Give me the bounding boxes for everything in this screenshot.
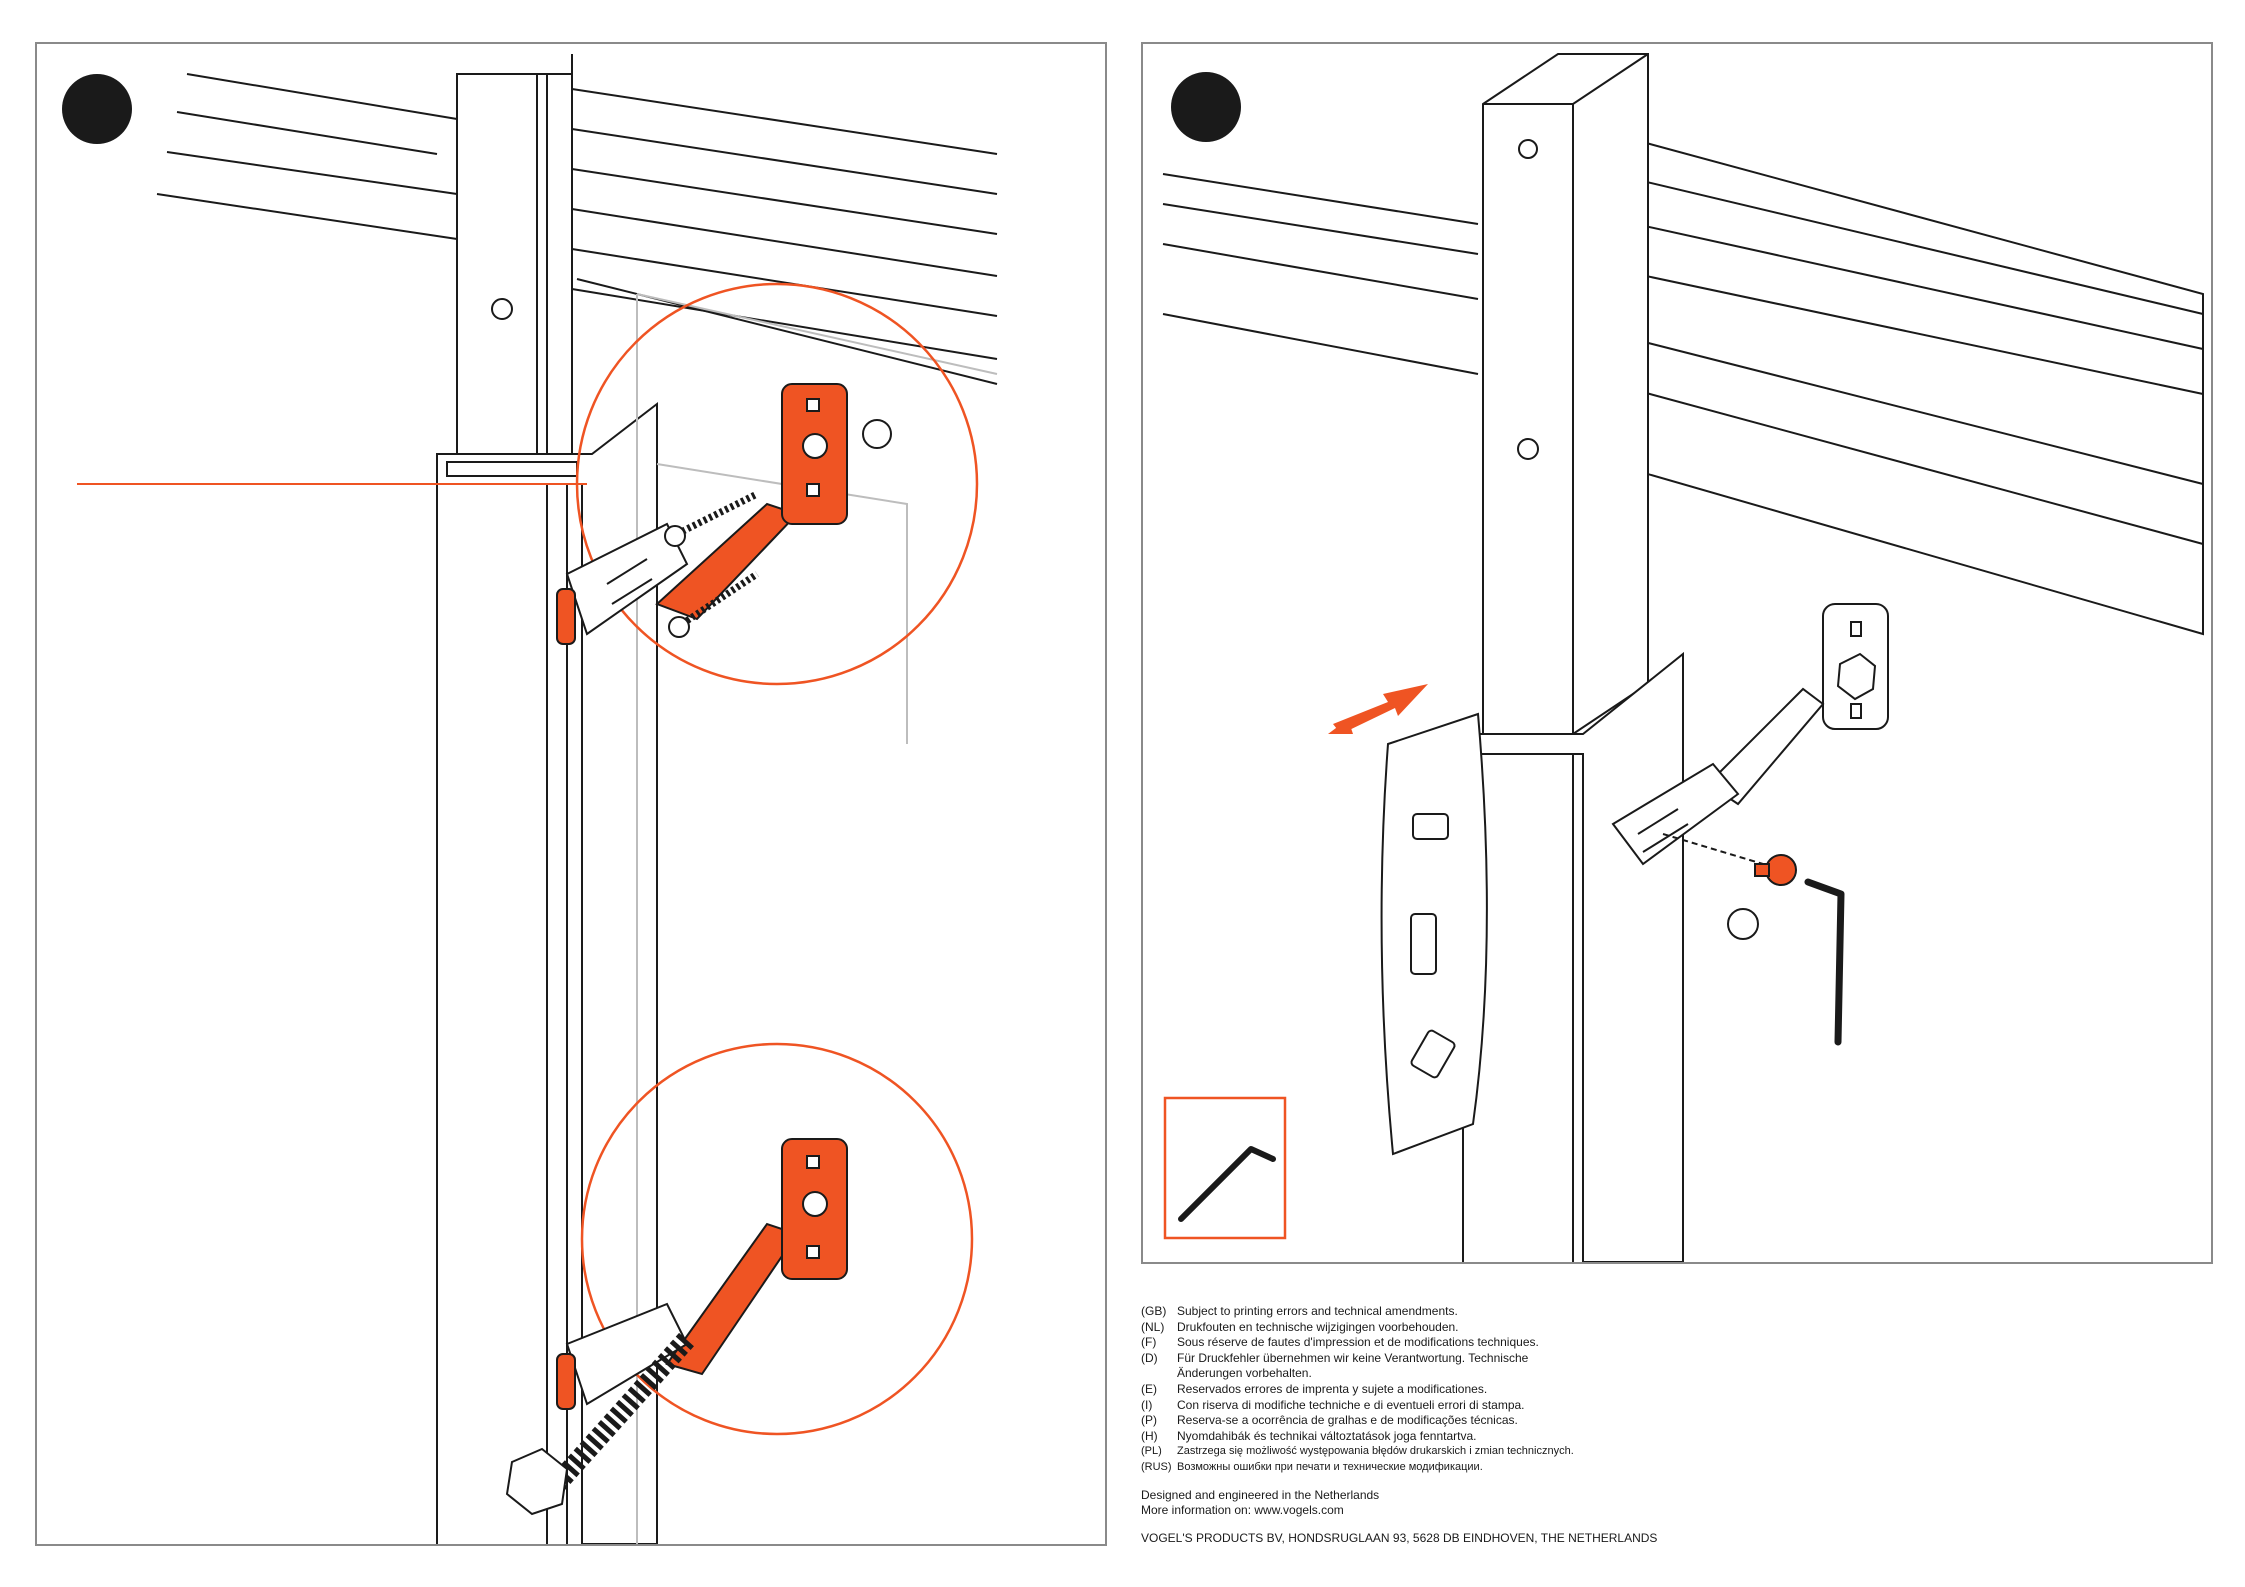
detail-circle-bottom (580, 1042, 974, 1436)
bracket-bottom (556, 1138, 848, 1410)
note-row: (D)Für Druckfehler übernehmen wir keine … (1141, 1350, 1529, 1381)
note-row: (F)Sous réserve de fautes d'impression e… (1141, 1335, 1539, 1350)
step-marker-1 (62, 74, 132, 144)
company-address: VOGEL'S PRODUCTS BV, HONDSRUGLAAN 93, 56… (1141, 1530, 1658, 1545)
note-row: (P)Reserva-se a ocorrência de gralhas e … (1141, 1413, 1518, 1428)
note-row: (RUS)Возможны ошибки при печати и технич… (1141, 1460, 1483, 1473)
designed-in-text: Designed and engineered in the Netherlan… (1141, 1487, 1380, 1502)
website-link[interactable]: More information on: www.vogels.com (1141, 1503, 1344, 1518)
note-row: (GB)Subject to printing errors and techn… (1141, 1304, 1458, 1318)
note-row: (I)Con riserva di modifiche techniche e … (1141, 1397, 1525, 1412)
step-1-panel (35, 42, 1107, 1546)
note-row: (PL)Zastrzega się możliwość występowania… (1141, 1445, 1574, 1458)
hex-key-icon (1178, 1146, 1276, 1222)
rail (1162, 132, 2204, 636)
screws (664, 419, 892, 638)
step-marker-2 (1171, 72, 1241, 142)
step-2-panel (1141, 42, 2213, 1264)
tool-box (1163, 1096, 1287, 1240)
bolt (505, 1332, 695, 1516)
column (436, 73, 658, 1544)
bolt (1727, 854, 1797, 940)
note-row: (NL)Drukfouten en technische wijzigingen… (1141, 1319, 1459, 1334)
spirit-level (1380, 712, 1488, 1156)
hex-key (1804, 878, 1845, 1046)
footer: (GB)Subject to printing errors and techn… (1141, 1304, 2201, 1546)
detail-circle-top (575, 282, 979, 686)
column (1462, 53, 1684, 1262)
adjust-arrow (1328, 684, 1428, 734)
bracket-top (556, 383, 848, 645)
wall-rail (156, 54, 998, 385)
step-2-illustration (1162, 53, 2204, 1262)
note-row: (H)Nyomdahibák és technikai változtatáso… (1141, 1428, 1477, 1443)
step-1-illustration (77, 54, 998, 1544)
bracket (1611, 603, 1889, 866)
note-row: (E)Reservados errores de imprenta y suje… (1141, 1381, 1488, 1396)
